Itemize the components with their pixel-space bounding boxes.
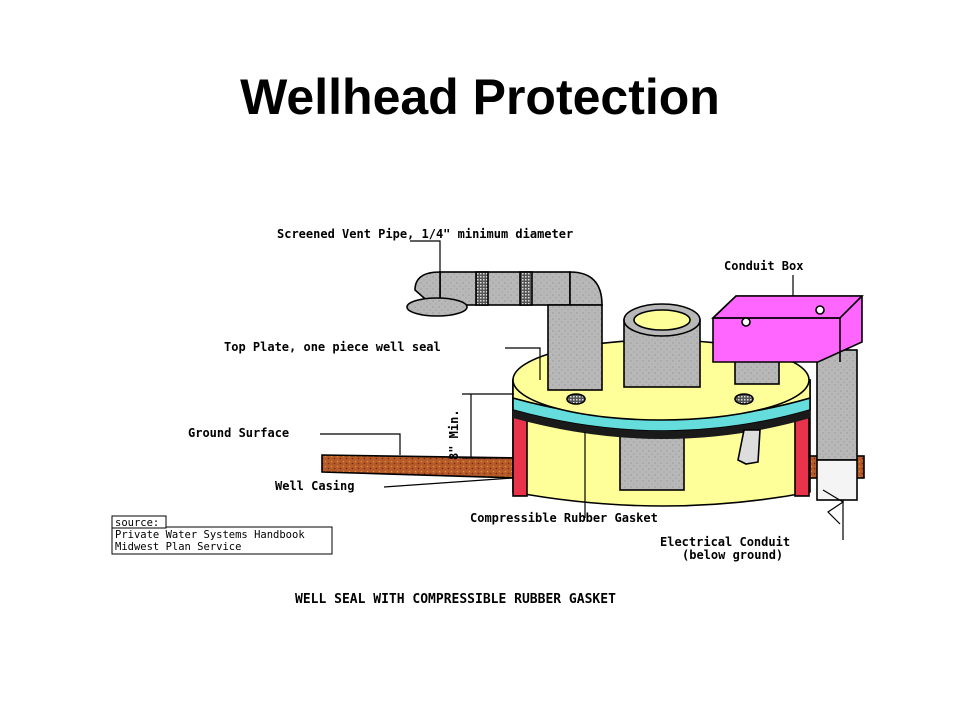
slide-title: Wellhead Protection <box>240 69 720 125</box>
label-top-plate: Top Plate, one piece well seal <box>224 340 441 354</box>
label-conduit-box: Conduit Box <box>724 259 803 273</box>
source-heading: source: <box>115 517 159 529</box>
label-ground-surface: Ground Surface <box>188 426 289 440</box>
label-vent-pipe: Screened Vent Pipe, 1/4" minimum diamete… <box>277 227 573 241</box>
vent-pipe <box>406 271 603 391</box>
label-gasket: Compressible Rubber Gasket <box>470 511 658 525</box>
center-pipe <box>623 303 701 388</box>
source-line-2: Midwest Plan Service <box>115 541 241 553</box>
diagram-caption: WELL SEAL WITH COMPRESSIBLE RUBBER GASKE… <box>295 592 616 607</box>
casing-bracket <box>737 429 761 465</box>
source-line-1: Private Water Systems Handbook <box>115 529 305 541</box>
label-electrical-conduit-note: (below ground) <box>682 548 783 562</box>
label-electrical-conduit: Electrical Conduit <box>660 535 790 549</box>
source-box: source: Private Water Systems Handbook M… <box>111 515 333 555</box>
min-height-label: 8" Min. <box>447 409 461 460</box>
conduit-box <box>711 295 864 363</box>
label-well-casing: Well Casing <box>275 479 354 493</box>
min-height-dimension: 8" Min. <box>447 393 514 460</box>
leader-lines <box>320 240 844 540</box>
